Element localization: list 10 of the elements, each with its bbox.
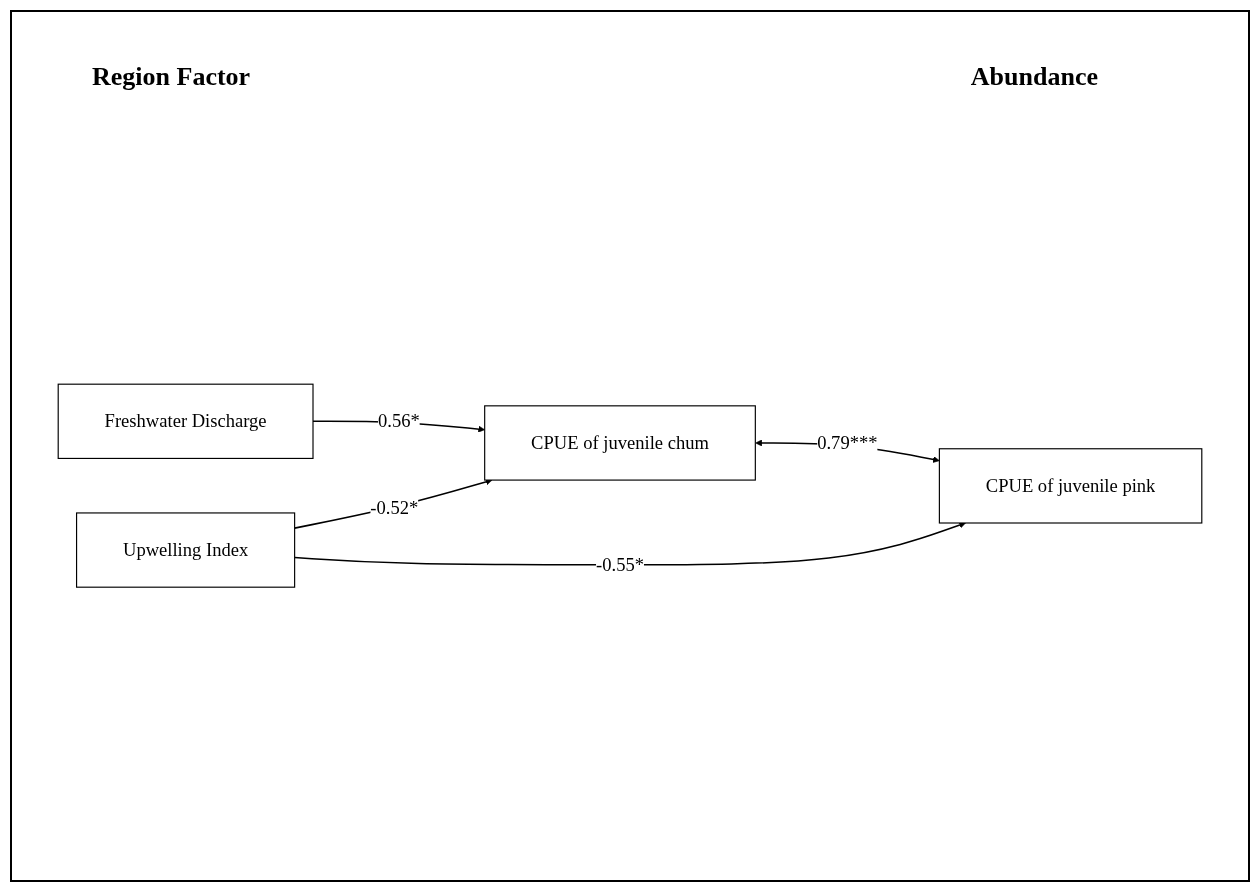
edge-label: 0.79*** (817, 433, 878, 454)
column-heading: Abundance (970, 62, 1098, 92)
node-box: Upwelling Index (76, 512, 296, 589)
edge-label: -0.55* (596, 555, 644, 576)
edge-label: 0.56* (377, 411, 420, 432)
node-box: CPUE of juvenile chum (484, 405, 756, 481)
node-box: Freshwater Discharge (57, 383, 314, 460)
node-box: CPUE of juvenile pink (938, 448, 1203, 524)
edge-label: -0.52* (370, 498, 419, 519)
column-heading: Region Factor (92, 62, 251, 92)
